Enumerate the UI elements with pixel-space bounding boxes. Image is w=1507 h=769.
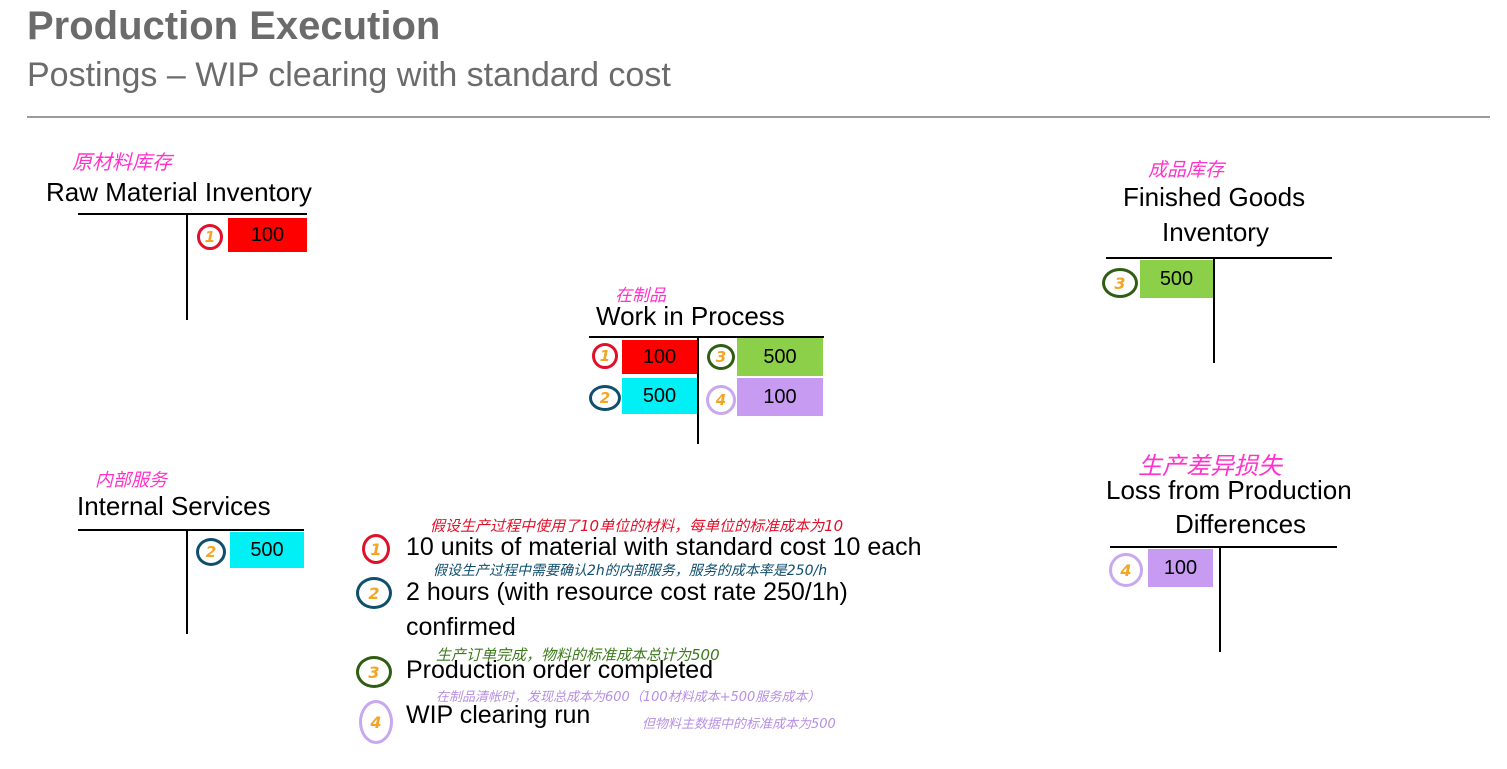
internal-services-credit-amount: 500 [230, 532, 304, 568]
finished-goods-debit-amount: 500 [1140, 260, 1213, 298]
legend-2-annotation: 假设生产过程中需要确认2h的内部服务，服务的成本率是250/h [433, 563, 828, 579]
internal-services-t-top [78, 529, 304, 531]
loss-t-stem [1219, 546, 1221, 652]
loss-debit-amount: 100 [1148, 549, 1213, 587]
header-divider [27, 116, 1490, 118]
step-3-marker: 3 [1102, 268, 1138, 298]
step-3-marker: 3 [356, 656, 392, 688]
legend-4-annotation-line2: 但物料主数据中的标准成本为500 [642, 717, 836, 732]
wip-title: Work in Process [596, 301, 785, 331]
wip-annotation: 在制品 [615, 286, 666, 306]
raw-material-t-top [78, 213, 307, 215]
loss-annotation: 生产差异损失 [1138, 452, 1282, 480]
loss-title-line1: Loss from Production [1106, 475, 1352, 505]
step-2-marker: 2 [589, 385, 621, 411]
step-1-marker: 1 [197, 224, 223, 250]
legend-1-text: 10 units of material with standard cost … [406, 533, 922, 561]
finished-goods-annotation: 成品库存 [1148, 159, 1225, 181]
step-3-marker: 3 [707, 344, 735, 370]
step-4-marker: 4 [706, 385, 736, 415]
legend-4-text: WIP clearing run [406, 701, 591, 729]
finished-goods-t-top [1106, 257, 1332, 259]
step-2-marker: 2 [196, 538, 226, 566]
legend-2-text-line1: 2 hours (with resource cost rate 250/1h) [406, 578, 848, 606]
internal-services-title: Internal Services [77, 491, 271, 521]
loss-title-line2: Differences [1175, 509, 1307, 539]
finished-goods-title-line2: Inventory [1162, 217, 1269, 247]
step-4-marker: 4 [359, 700, 393, 744]
page-subtitle: Postings – WIP clearing with standard co… [27, 56, 671, 94]
legend-1-annotation: 假设生产过程中使用了10单位的材料，每单位的标准成本为10 [430, 517, 844, 535]
wip-credit-amount-2: 100 [737, 378, 823, 416]
step-1-marker: 1 [592, 343, 618, 369]
wip-debit-amount-1: 100 [622, 340, 697, 374]
raw-material-credit-amount: 100 [228, 218, 307, 252]
raw-material-title: Raw Material Inventory [46, 177, 312, 207]
internal-services-annotation: 内部服务 [95, 470, 167, 491]
loss-t-top [1110, 546, 1337, 548]
wip-t-stem [697, 336, 699, 444]
finished-goods-title-line1: Finished Goods [1123, 182, 1306, 212]
raw-material-annotation: 原材料库存 [72, 150, 172, 174]
internal-services-t-stem [186, 529, 188, 634]
legend-3-text: Production order completed [406, 656, 714, 684]
step-1-marker: 1 [362, 534, 390, 564]
finished-goods-t-stem [1213, 257, 1215, 363]
step-4-marker: 4 [1109, 553, 1143, 587]
page-title: Production Execution [27, 4, 441, 48]
wip-t-top [589, 336, 824, 338]
legend-3-annotation: 生产订单完成，物料的标准成本总计为500 [436, 646, 720, 664]
raw-material-t-stem [186, 213, 188, 320]
legend-2-text-line2: confirmed [406, 613, 516, 641]
wip-credit-amount-1: 500 [737, 338, 823, 376]
legend-4-annotation-line1: 在制品清帐时，发现总成本为600（100材料成本+500服务成本） [436, 690, 821, 705]
wip-debit-amount-2: 500 [622, 378, 697, 414]
step-2-marker: 2 [356, 577, 392, 609]
